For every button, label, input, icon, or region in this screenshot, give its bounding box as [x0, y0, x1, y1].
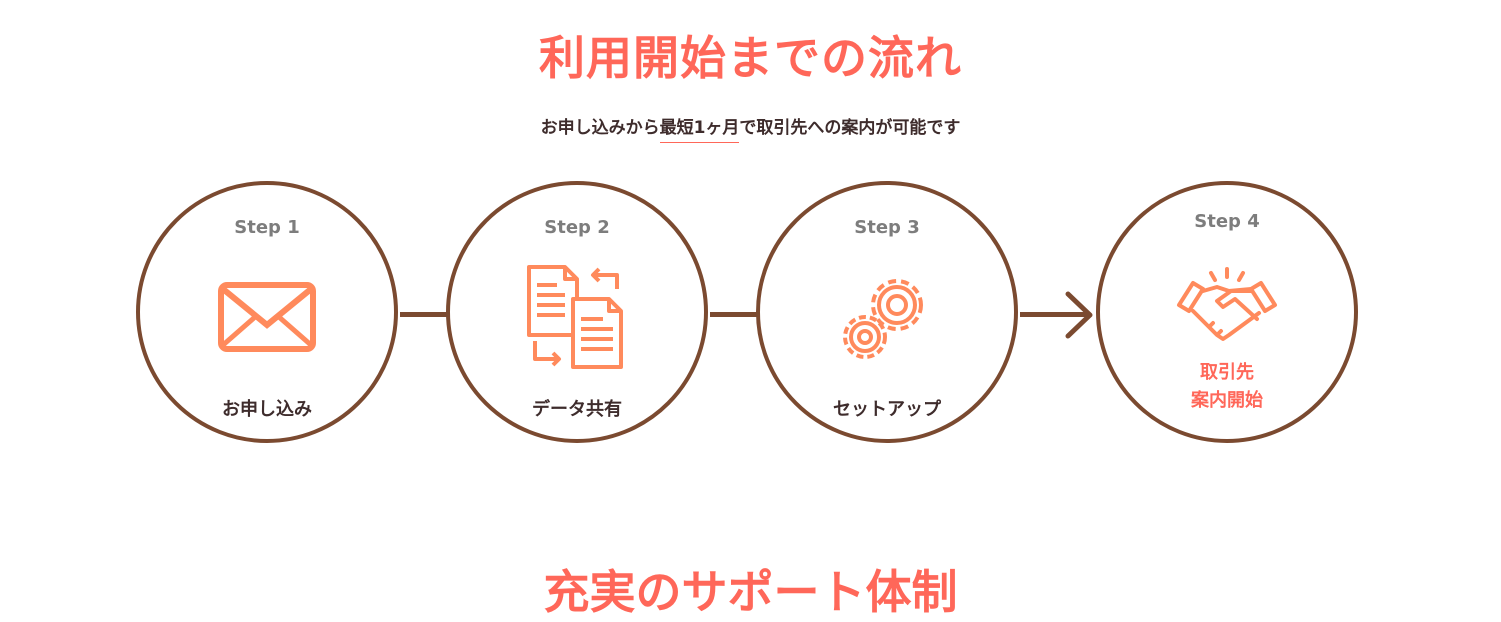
step-number: Step 4: [1194, 211, 1260, 232]
page-title: 利用開始までの流れ: [539, 31, 962, 85]
step-1: Step 1 お申し込み: [136, 181, 398, 443]
step-label: セットアップ: [833, 399, 941, 420]
next-section-title: 充実のサポート体制: [543, 565, 958, 619]
connector-line: [710, 312, 760, 317]
step-label-line2: 案内開始: [1191, 390, 1263, 411]
handshake-icon: [1177, 267, 1277, 341]
connector-line: [400, 312, 450, 317]
step-number: Step 1: [234, 217, 300, 238]
step-label-line1: 取引先: [1200, 362, 1254, 383]
documents-exchange-icon: [527, 265, 623, 369]
step-2: Step 2 データ共有: [446, 181, 708, 443]
step-label: データ共有: [532, 399, 622, 420]
subtitle-after: で取引先への案内が可能です: [739, 118, 961, 138]
subtitle-highlight: 最短1ヶ月: [659, 118, 740, 143]
mail-icon: [218, 282, 316, 352]
step-label: 取引先 案内開始: [1100, 359, 1354, 415]
subtitle-before: お申し込みから: [540, 118, 660, 138]
step-3: Step 3 セットアップ: [756, 181, 1018, 443]
gears-icon: [843, 279, 923, 359]
connector-arrow: [1020, 312, 1090, 317]
arrow-right-icon: [1065, 291, 1093, 339]
step-label: お申し込み: [222, 399, 312, 420]
step-number: Step 3: [854, 217, 920, 238]
step-4: Step 4 取引先 案内開始: [1096, 181, 1358, 443]
subtitle: お申し込みから最短1ヶ月で取引先への案内が可能です: [0, 113, 1501, 143]
step-number: Step 2: [544, 217, 610, 238]
